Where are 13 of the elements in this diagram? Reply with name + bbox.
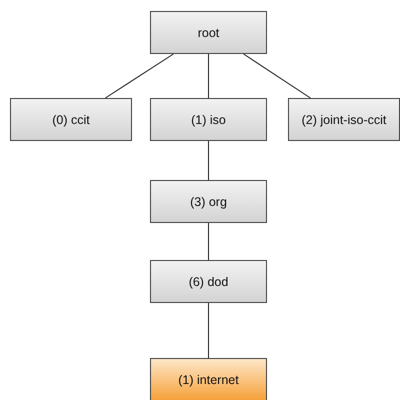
tree-node-box: (3) org xyxy=(150,180,267,223)
connector-line xyxy=(208,140,209,180)
connector-line xyxy=(243,54,311,98)
connector-line xyxy=(208,222,209,260)
tree-node-box: (2) joint-iso-ccit xyxy=(288,98,400,141)
connector-line xyxy=(104,54,174,98)
tree-node-box: (1) iso xyxy=(150,98,267,141)
connector-line xyxy=(208,54,209,98)
tree-node-box: root xyxy=(150,11,267,54)
tree-node-box: (6) dod xyxy=(150,260,267,303)
connector-line xyxy=(208,302,209,358)
tree-node-box: (0) ccit xyxy=(10,98,132,141)
tree-node-box: (1) internet xyxy=(150,358,267,400)
